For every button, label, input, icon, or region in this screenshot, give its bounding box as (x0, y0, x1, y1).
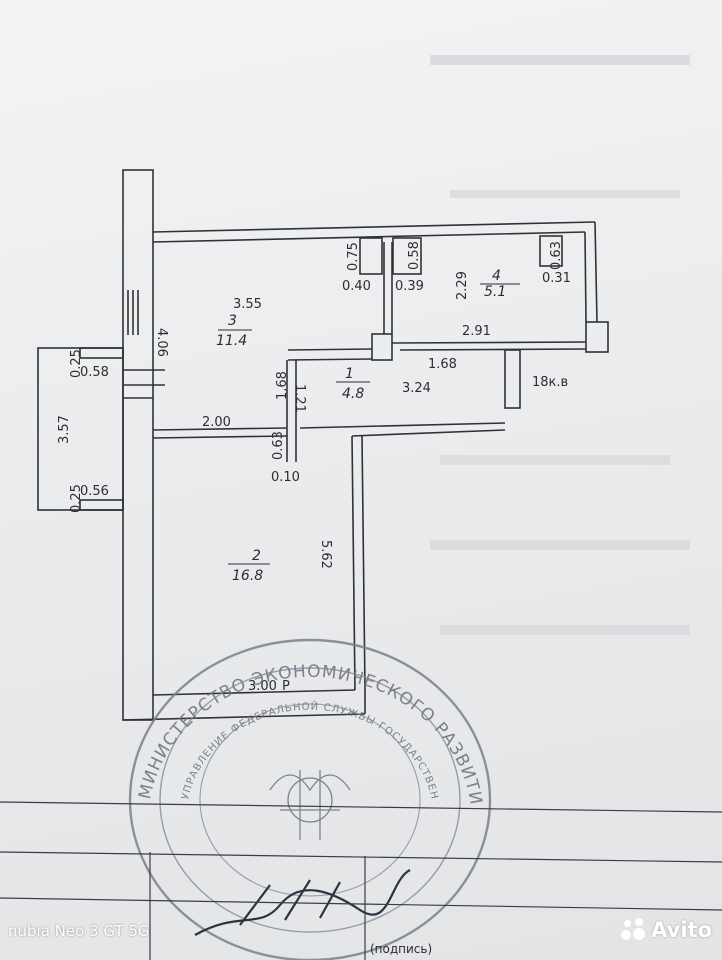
avito-wordmark: Avito (651, 918, 712, 942)
room-labels: 3 11.4 4 5.1 1 4.8 2 16.8 (216, 268, 520, 584)
avito-logo-icon (621, 918, 646, 942)
room-4-number: 4 (492, 268, 501, 284)
dim-niche1-height: 0.75 (346, 242, 361, 271)
bleed-through-text (430, 55, 690, 635)
camera-watermark: nubia Neo 3 GT 5G (8, 922, 150, 940)
dim-room1-width: 1.68 (428, 357, 457, 372)
dim-balcony-bottom-width: 0.56 (80, 484, 109, 499)
dim-niche2-height: 0.58 (407, 241, 422, 270)
dim-balcony-bottom: 0.25 (69, 484, 84, 513)
dim-niche2-width: 0.39 (395, 279, 424, 294)
signature-caption: (подпись) (370, 942, 433, 956)
official-seal: МИНИСТЕРСТВО ЭКОНОМИЧЕСКОГО РАЗВИТИЯ РОС… (0, 0, 492, 960)
dim-wall-offset: 2.00 (202, 415, 231, 430)
signature-scribble (194, 869, 411, 936)
dim-door-width: 0.10 (271, 470, 300, 485)
dim-room3-width: 3.55 (233, 297, 262, 312)
dim-room4-right-height: 0.63 (549, 241, 564, 270)
room-1-number: 1 (345, 366, 354, 382)
avito-watermark: Avito (621, 918, 712, 942)
dim-room4-height: 2.29 (455, 271, 470, 300)
dim-room1-length: 3.24 (402, 381, 431, 396)
seal-ring-text: МИНИСТЕРСТВО ЭКОНОМИЧЕСКОГО РАЗВИТИЯ РОС… (0, 0, 485, 807)
extra-label: 18к.в (532, 375, 568, 390)
dim-room3-height: 4.06 (154, 328, 169, 357)
dim-room2-height: 5.62 (318, 540, 333, 569)
room-2-number: 2 (252, 548, 261, 564)
dim-letter-p: Р (282, 679, 290, 694)
dim-niche1-width: 0.40 (342, 279, 371, 294)
room-1-area: 4.8 (342, 386, 364, 402)
room-2-area: 16.8 (232, 568, 263, 584)
room-3-area: 11.4 (216, 333, 247, 349)
walls (37, 169, 609, 721)
room-3-number: 3 (228, 313, 237, 329)
room-4-area: 5.1 (484, 284, 506, 300)
dim-room4-width: 2.91 (462, 324, 491, 339)
dim-balcony-height: 3.57 (57, 415, 72, 444)
dim-balcony-top-width: 0.58 (80, 365, 109, 380)
form-lines (0, 801, 722, 960)
dim-room4-right-width: 0.31 (542, 271, 571, 286)
dim-room2-width: 3.00 (248, 679, 277, 694)
dim-room1-height-inner: 1.21 (292, 384, 307, 413)
dim-room1-height-left: 1.68 (275, 371, 290, 400)
dim-door-height: 0.63 (271, 431, 286, 460)
dimension-labels: 3.55 4.06 0.75 0.40 0.58 0.39 2.29 0.63 … (57, 241, 571, 694)
dim-balcony-top: 0.25 (69, 349, 84, 378)
